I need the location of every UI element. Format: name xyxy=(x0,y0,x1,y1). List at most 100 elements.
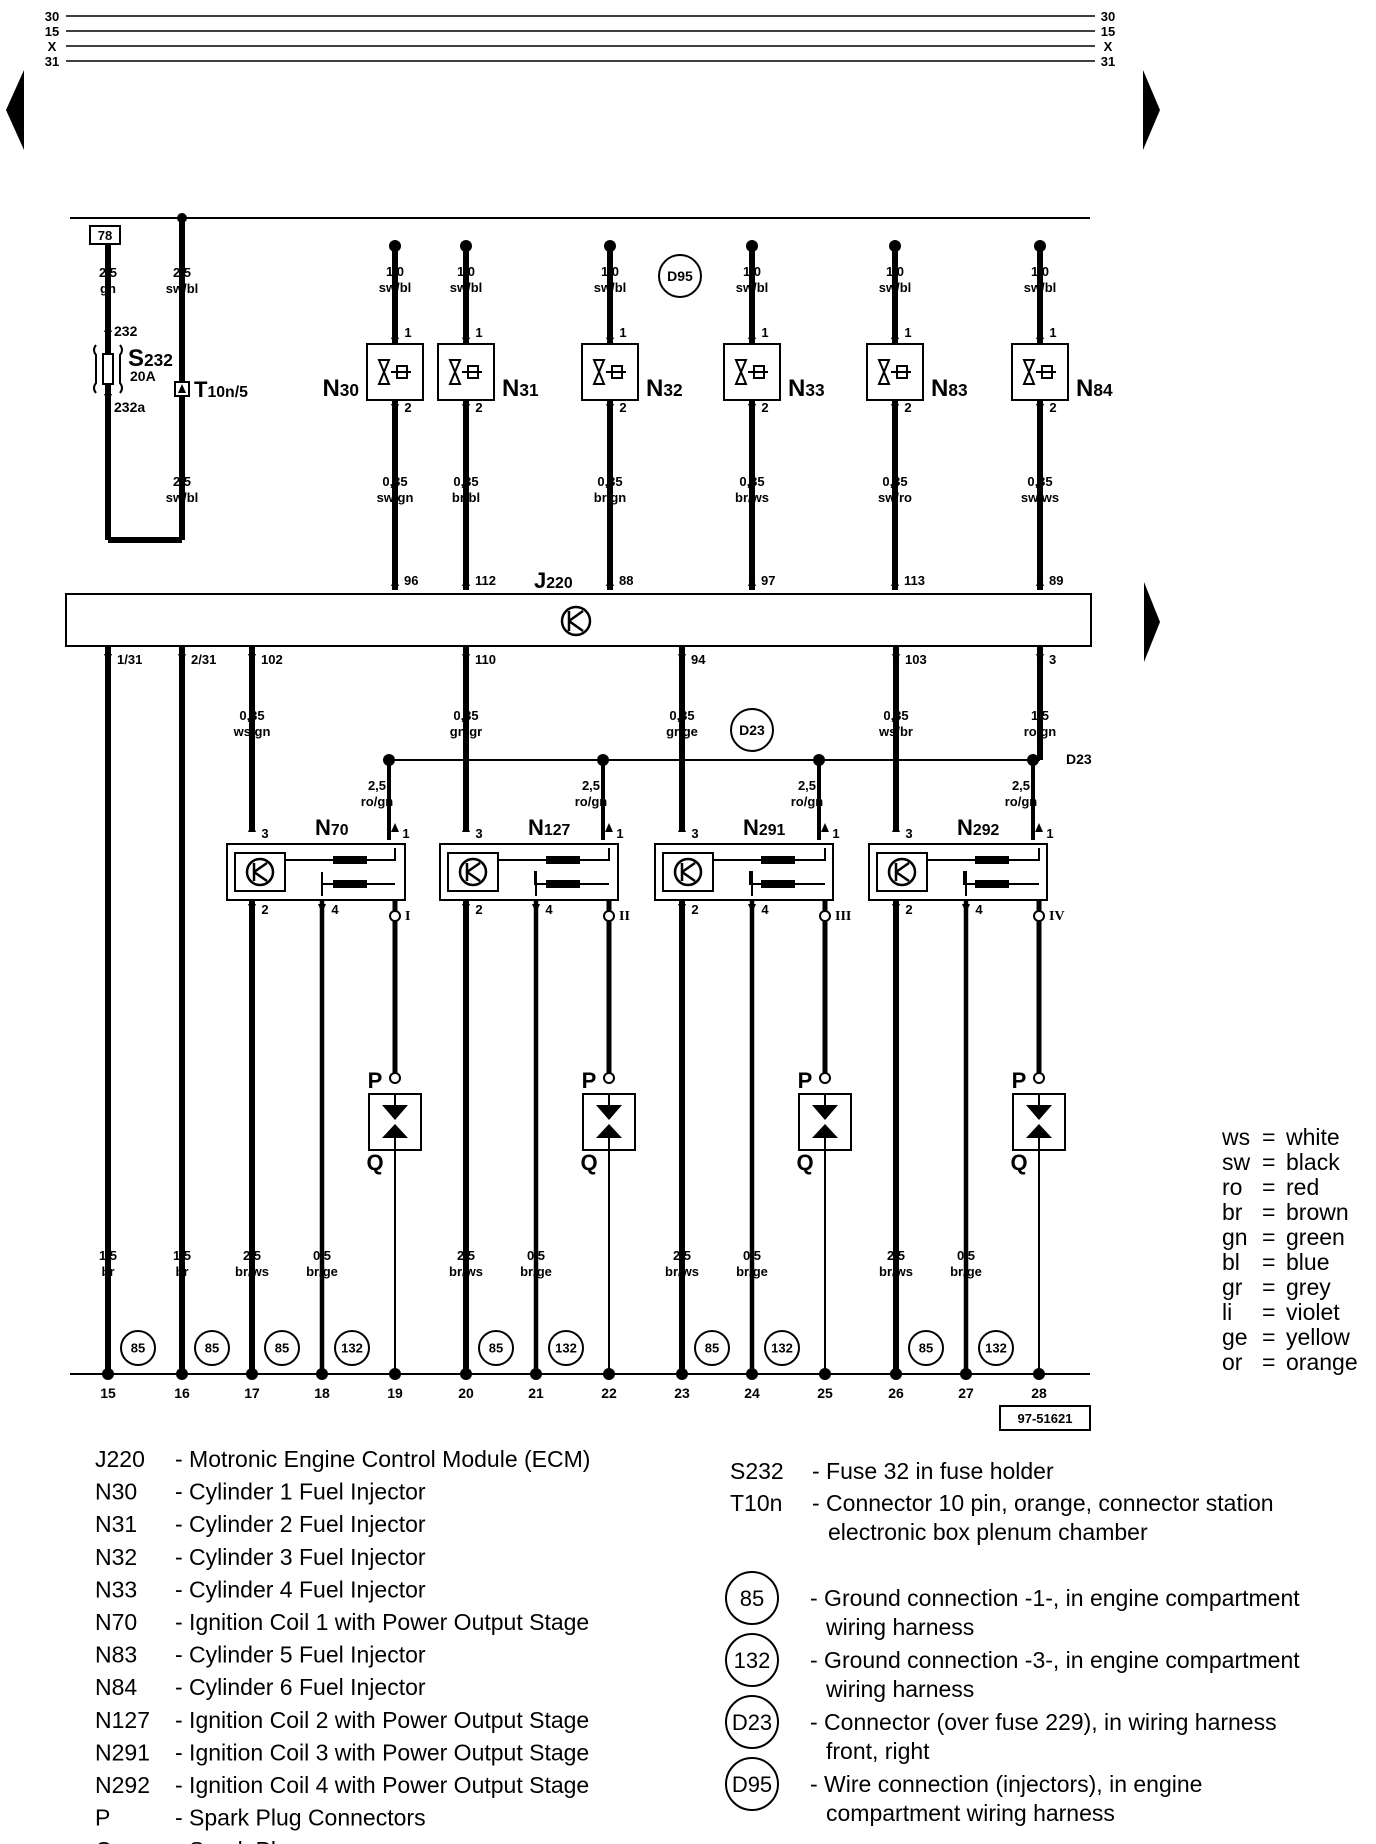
ecm-pin: 97 xyxy=(761,573,775,588)
legend-code: N83 xyxy=(95,1642,137,1668)
wire-color-label: sw/ws xyxy=(1021,490,1059,505)
wire-size-label: 2,5 xyxy=(582,778,600,793)
legend-code: N70 xyxy=(95,1609,137,1635)
color-equals: = xyxy=(1262,1299,1275,1325)
coil-pin-1: 1 xyxy=(402,826,409,841)
ground-junction xyxy=(819,1368,831,1380)
spark-plug-electrode-icon xyxy=(382,1124,408,1138)
component-id-number: 83 xyxy=(948,380,967,400)
coil-output-terminal xyxy=(1033,910,1045,922)
coil-winding-icon xyxy=(546,856,580,864)
color-name: yellow xyxy=(1286,1324,1350,1350)
output-stage-transistor-symbol xyxy=(252,861,268,883)
injector-valve-icon xyxy=(592,359,626,385)
color-equals: = xyxy=(1262,1324,1275,1350)
wire-color-label: ws/gn xyxy=(233,724,271,739)
coil-internal-wiring xyxy=(713,848,826,896)
legend-code: S232 xyxy=(730,1458,784,1484)
wire-size-label: 1,0 xyxy=(743,264,761,279)
legend-circle xyxy=(725,1757,779,1811)
ecm-pin: 88 xyxy=(619,573,633,588)
injector-pin-bottom: 2 xyxy=(619,400,626,415)
fuse-holder-icon xyxy=(93,344,123,394)
wire-color-label: sw/bl xyxy=(379,280,412,295)
wire-color-label: gn xyxy=(100,281,116,296)
component-id-number: 33 xyxy=(805,380,824,400)
coil-pin-4: 4 xyxy=(975,902,983,917)
ground-junction xyxy=(176,1368,188,1380)
wire-color-label: br/gn xyxy=(594,490,627,505)
ground-junction xyxy=(102,1368,114,1380)
spark-plug-connector-label: P xyxy=(798,1068,813,1093)
legend-desc: - Cylinder 4 Fuel Injector xyxy=(175,1576,426,1602)
legend-desc: - Ignition Coil 1 with Power Output Stag… xyxy=(175,1609,589,1635)
ground-circle-label: 85 xyxy=(205,1341,219,1356)
output-stage-transistor-symbol xyxy=(465,861,481,883)
track-number: 16 xyxy=(174,1385,190,1401)
pin-arrow xyxy=(1036,330,1044,339)
legend-desc: - Fuse 32 in fuse holder xyxy=(812,1458,1054,1484)
ground-circle-label: D23 xyxy=(739,722,765,738)
coil-pin-1: 1 xyxy=(616,826,623,841)
legend-desc: compartment wiring harness xyxy=(826,1800,1115,1826)
coil-pin-4: 4 xyxy=(331,902,339,917)
legend-desc: - Cylinder 2 Fuel Injector xyxy=(175,1511,426,1537)
color-code: ge xyxy=(1222,1324,1248,1350)
legend-desc: - Cylinder 6 Fuel Injector xyxy=(175,1674,426,1700)
legend-desc: - Motronic Engine Control Module (ECM) xyxy=(175,1446,590,1472)
wire-color-label: br/ws xyxy=(235,1264,269,1279)
legend-desc: - Cylinder 3 Fuel Injector xyxy=(175,1544,426,1570)
pin-arrow xyxy=(606,577,614,586)
wire-size-label: 0,35 xyxy=(453,708,478,723)
wire-color-label: sw/bl xyxy=(166,490,199,505)
wire-size-label: 0,35 xyxy=(597,474,622,489)
rail-label-left: 15 xyxy=(45,24,59,39)
ground-junction xyxy=(246,1368,258,1380)
wire-size-label: 2,5 xyxy=(798,778,816,793)
connector-id: T10n/5 xyxy=(194,377,248,402)
wire-color-label: sw/bl xyxy=(879,280,912,295)
spark-plug-connector-label: P xyxy=(368,1068,383,1093)
ground-circle xyxy=(764,1330,800,1366)
pin-arrow xyxy=(178,654,186,663)
legend-circle-label: D23 xyxy=(732,1710,772,1735)
legend-desc: - Connector (over fuse 229), in wiring h… xyxy=(810,1709,1277,1735)
ecm-id: J220 xyxy=(534,568,573,593)
pin-arrow xyxy=(462,904,470,913)
coil-output-terminal xyxy=(389,910,401,922)
pin-arrow xyxy=(1035,823,1043,832)
ground-circle-label: 132 xyxy=(771,1341,793,1356)
pin-arrow xyxy=(178,384,186,393)
color-name: grey xyxy=(1286,1274,1331,1300)
rail-label-right: 15 xyxy=(1101,24,1115,39)
track-number: 19 xyxy=(387,1385,403,1401)
wire-color-label: br/bl xyxy=(452,490,480,505)
color-code: ws xyxy=(1221,1124,1250,1150)
fuse-pin-out: 232a xyxy=(114,399,145,415)
legend-desc: - Wire connection (injectors), in engine xyxy=(810,1771,1202,1797)
legend-desc: front, right xyxy=(826,1738,930,1764)
spark-plug-electrode-icon xyxy=(812,1124,838,1138)
pin-arrow xyxy=(606,330,614,339)
wire-size-label: 0,35 xyxy=(453,474,478,489)
wire-size-label: 0,35 xyxy=(882,474,907,489)
injector-id: N33 xyxy=(788,375,825,402)
injector-valve-icon xyxy=(1022,359,1056,385)
wire-color-label: sw/bl xyxy=(1024,280,1057,295)
pin-arrow xyxy=(248,904,256,913)
ground-circle-label: 85 xyxy=(131,1341,145,1356)
legend-code: N127 xyxy=(95,1707,150,1733)
coil-pin-4: 4 xyxy=(761,902,769,917)
wire-size-label: 2,5 xyxy=(173,474,191,489)
pin-arrow xyxy=(391,404,399,413)
coil-id: N70 xyxy=(315,815,349,840)
component-id-letter: N xyxy=(957,815,973,840)
pin-arrow xyxy=(391,577,399,586)
component-id-number: 232 xyxy=(144,350,173,370)
color-name: blue xyxy=(1286,1249,1329,1275)
track-number: 24 xyxy=(744,1385,760,1401)
color-name: brown xyxy=(1286,1199,1349,1225)
color-name: white xyxy=(1285,1124,1340,1150)
color-equals: = xyxy=(1262,1249,1275,1275)
